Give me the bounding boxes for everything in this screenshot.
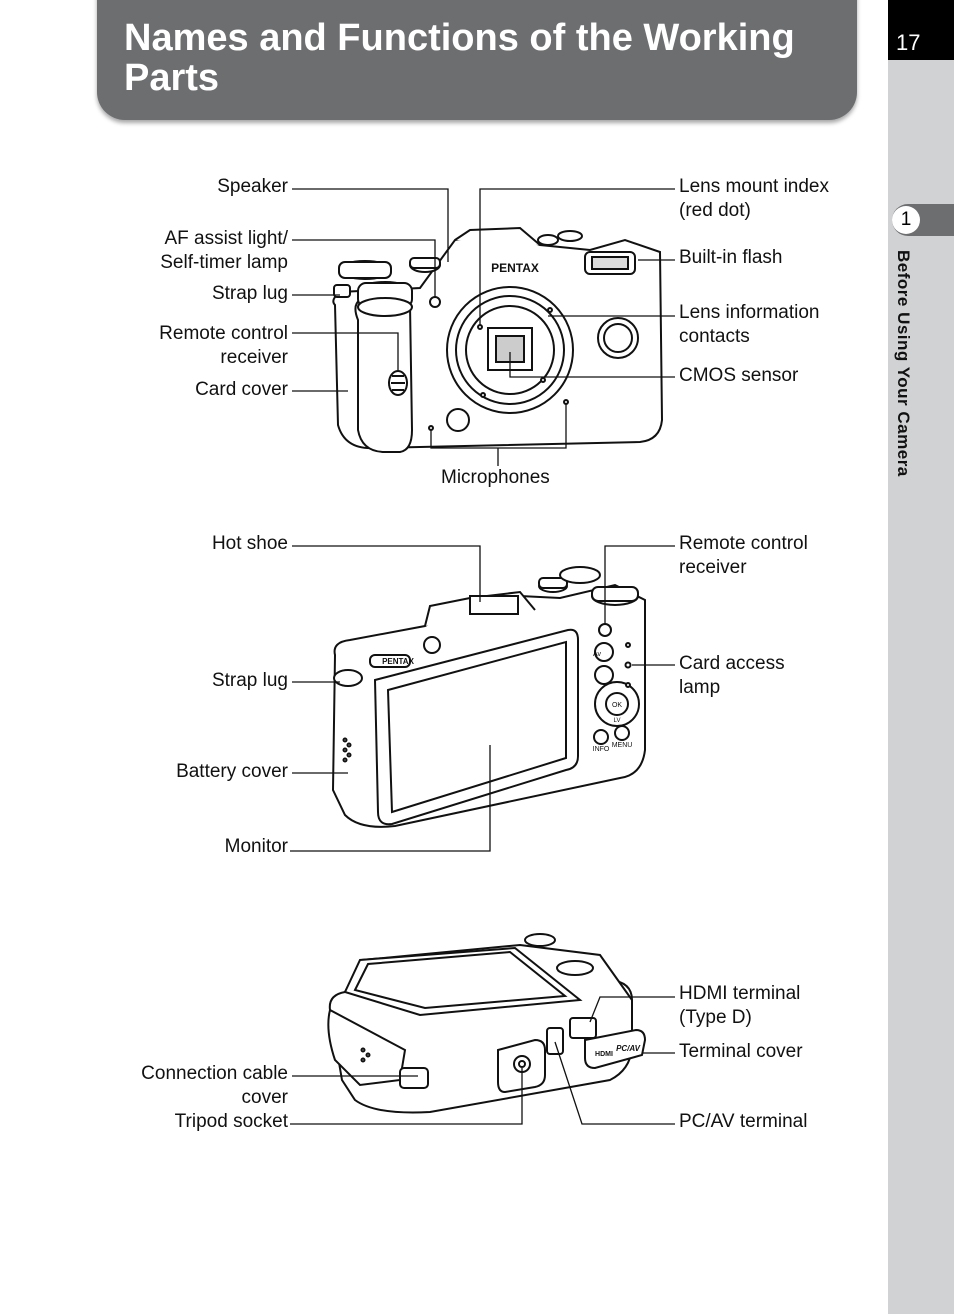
label-af-assist-light: AF assist light/ Self-timer lamp	[160, 228, 288, 273]
label-microphones: Microphones	[441, 467, 550, 488]
label-pc-av-terminal: PC/AV terminal	[679, 1111, 808, 1132]
ok-button-mark: OK	[612, 702, 622, 709]
back-camera-drawing	[331, 566, 646, 828]
label-terminal-cover: Terminal cover	[679, 1041, 803, 1062]
front-camera-drawing	[332, 226, 664, 453]
info-button-mark: INFO	[593, 746, 610, 753]
page-number-box	[888, 0, 954, 60]
side-leader-lines	[290, 996, 675, 1125]
label-card-cover: Card cover	[195, 379, 288, 400]
side-camera-drawing	[327, 933, 647, 1114]
title-banner	[97, 0, 857, 120]
label-card-access-lamp: Card access lamp	[679, 653, 785, 698]
label-strap-lug-front: Strap lug	[211, 283, 288, 304]
label-hot-shoe: Hot shoe	[211, 533, 288, 554]
front-leader-lines	[292, 188, 675, 466]
label-built-in-flash: Built-in flash	[679, 247, 783, 268]
label-strap-lug-back: Strap lug	[211, 670, 288, 691]
pc-av-mark: PC/AV	[616, 1044, 641, 1053]
chapter-title: Before Using Your Camera	[894, 250, 913, 477]
lv-button-mark: LV	[614, 718, 621, 724]
page-number: 17	[896, 30, 921, 55]
label-cmos-sensor: CMOS sensor	[679, 365, 799, 386]
av-button-mark: Av	[593, 651, 602, 658]
back-brand-text: PENTAX	[382, 657, 415, 666]
back-leader-lines	[290, 545, 675, 852]
label-speaker: Speaker	[217, 176, 288, 197]
label-remote-receiver-back: Remote control receiver	[679, 533, 808, 578]
label-remote-receiver-front: Remote control receiver	[159, 323, 288, 368]
label-monitor: Monitor	[224, 836, 288, 857]
chapter-number: 1	[892, 206, 920, 234]
label-connection-cable-cover: Connection cable cover	[141, 1063, 288, 1108]
menu-button-mark: MENU	[612, 742, 633, 749]
hdmi-mark: HDMI	[595, 1051, 613, 1058]
label-hdmi-terminal: HDMI terminal (Type D)	[679, 983, 801, 1028]
front-brand-text: PENTAX	[491, 261, 539, 275]
page-title: Names and Functions of the Working Parts	[124, 17, 795, 99]
label-lens-contacts: Lens information contacts	[679, 302, 820, 347]
label-lens-mount-index: Lens mount index (red dot)	[679, 176, 829, 221]
label-battery-cover: Battery cover	[176, 761, 288, 782]
label-tripod-socket: Tripod socket	[174, 1111, 288, 1132]
